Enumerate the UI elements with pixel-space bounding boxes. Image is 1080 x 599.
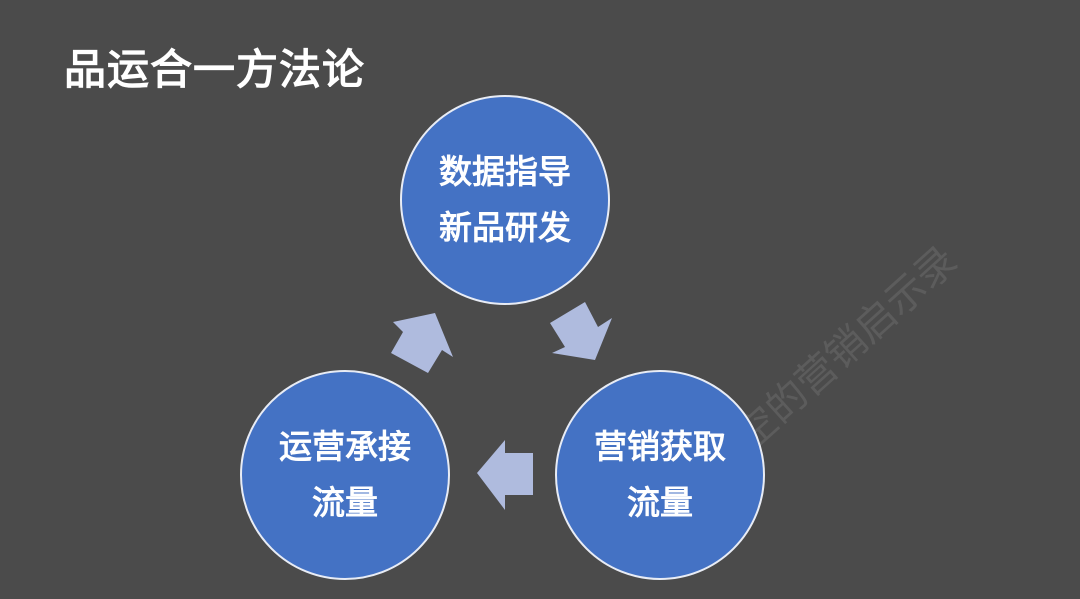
node-label: 运营承接: [279, 427, 411, 466]
node-label: 营销获取: [594, 427, 726, 466]
arrow-left-icon: [477, 440, 533, 510]
node-label: 流量: [312, 483, 378, 522]
node-label: 数据指导: [439, 152, 571, 191]
arrow-up-right-icon: [391, 313, 453, 373]
node-marketing-traffic: 营销获取 流量: [555, 370, 765, 580]
node-label: 新品研发: [439, 208, 571, 247]
slide-title: 品运合一方法论: [64, 45, 366, 94]
node-operations-traffic: 运营承接 流量: [240, 370, 450, 580]
node-product-development: 数据指导 新品研发: [400, 95, 610, 305]
node-label: 流量: [627, 483, 693, 522]
arrow-down-right-icon: [550, 302, 612, 360]
